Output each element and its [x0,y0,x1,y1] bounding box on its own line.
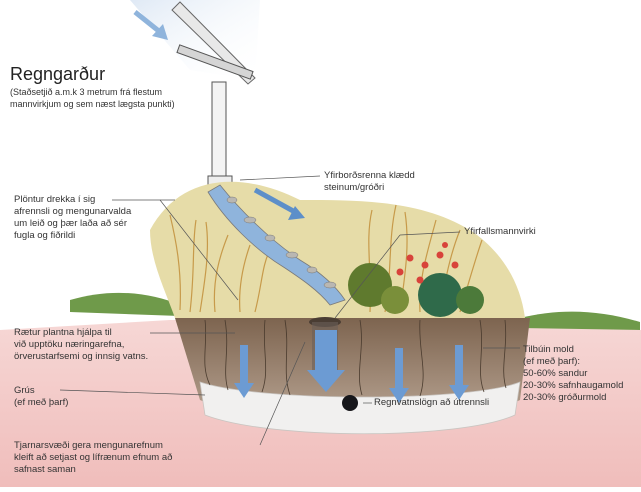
label-line: (ef með þarf) [14,397,68,409]
label-line: safnast saman [14,464,172,476]
label-line: Tjarnarsvæði gera mengunarefnum [14,440,172,452]
label-line: (ef með þarf): [523,356,623,368]
grass-right [520,312,640,330]
label-line: við upptöku næringarefna, [14,339,148,351]
grass-left [70,293,180,316]
label-line: Yfirfallsmannvirki [464,226,536,238]
label-line: Regnvatnslögn að útrennsli [374,397,489,409]
label-line: Plöntur drekka í sig [14,194,131,206]
label-gravel: Grús (ef með þarf) [14,385,68,409]
label-line: 20-30% gróðurmold [523,392,623,404]
label-overflow-channel: Yfirborðsrenna klædd steinum/gróðri [324,170,415,194]
label-drain-pipe: Regnvatnslögn að útrennsli [374,397,489,409]
downspout [208,82,232,186]
label-line: 50-60% sandur [523,368,623,380]
subtitle-line: (Staðsetjið a.m.k 3 metrum frá flestum [10,86,175,98]
label-plants-drink: Plöntur drekka í sig afrennsli og mengun… [14,194,131,242]
diagram-subtitle: (Staðsetjið a.m.k 3 metrum frá flestum m… [10,86,175,110]
label-roots: Rætur plantna hjálpa til við upptöku nær… [14,327,148,363]
label-line: afrennsli og mengunarvalda [14,206,131,218]
diagram-title: Regngarður [10,64,105,85]
label-line: Yfirborðsrenna klædd [324,170,415,182]
label-pond-area: Tjarnarsvæði gera mengunarefnum kleift a… [14,440,172,476]
label-line: örverustarfsemi og innsig vatns. [14,351,148,363]
label-soil-mix: Tilbúin mold (ef með þarf): 50-60% sandu… [523,344,623,404]
drain-pipe [342,395,358,411]
label-overflow-structure: Yfirfallsmannvirki [464,226,536,238]
subtitle-line: mannvirkjum og sem næst lægsta punkti) [10,98,175,110]
label-line: Tilbúin mold [523,344,623,356]
label-line: Rætur plantna hjálpa til [14,327,148,339]
label-line: Grús [14,385,68,397]
label-line: kleift að setjast og lífrænum efnum að [14,452,172,464]
label-line: um leið og þær laða að sér [14,218,131,230]
label-line: 20-30% safnhaugamold [523,380,623,392]
label-line: steinum/gróðri [324,182,415,194]
label-line: fugla og fiðrildi [14,230,131,242]
